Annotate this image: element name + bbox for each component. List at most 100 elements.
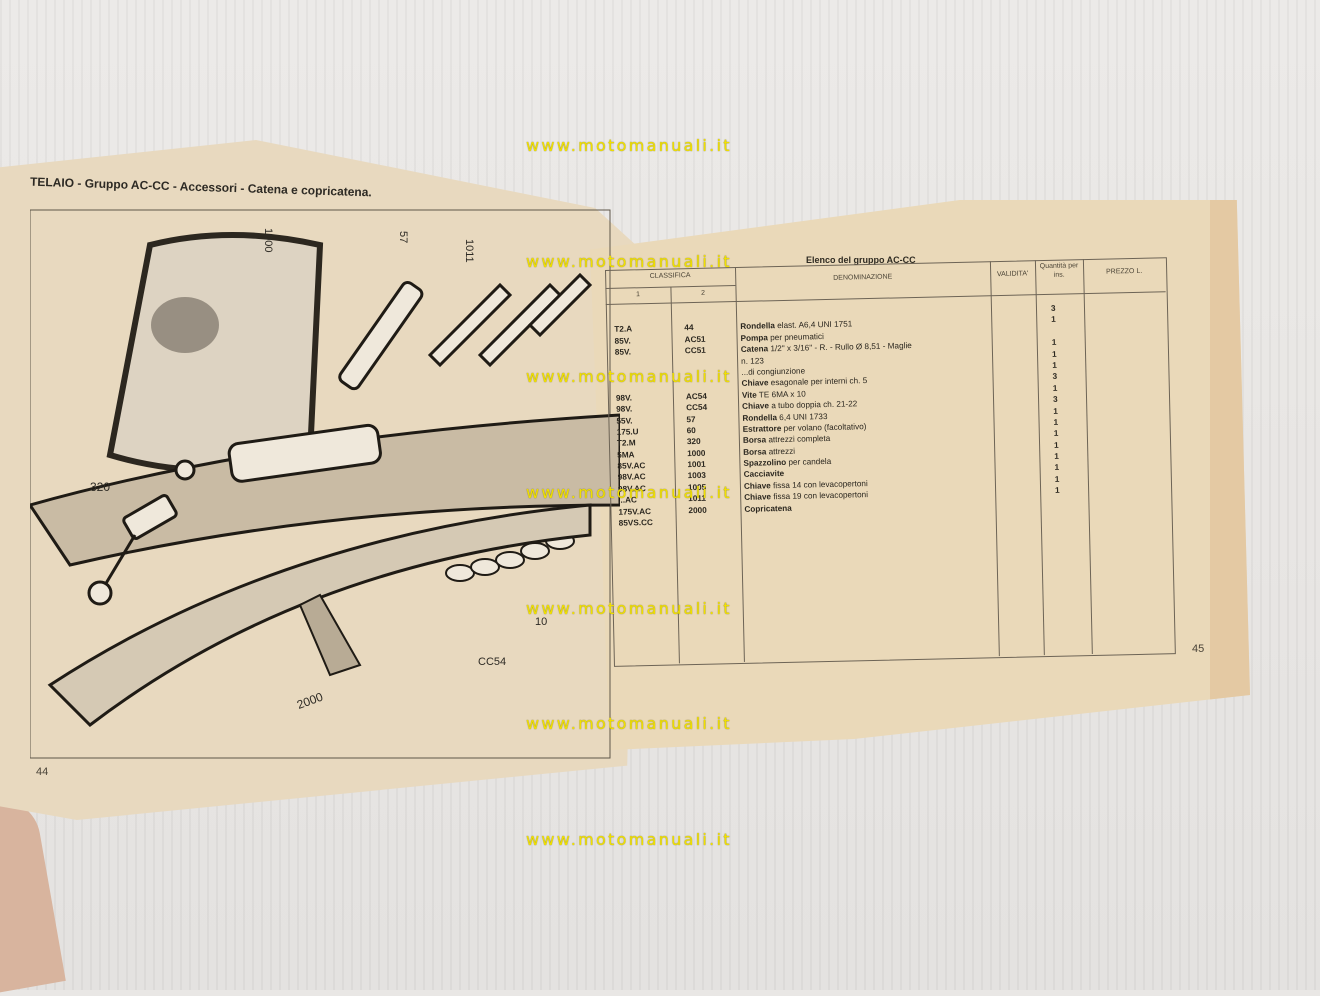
callout-1000: 1000 (262, 228, 274, 252)
cell-description-bold: Chiave (744, 481, 771, 491)
cell-description-text: per pneumatici (768, 332, 824, 342)
cell-description-bold: Chiave (742, 379, 769, 389)
cell-code: T2.A (614, 325, 632, 334)
cell-description-text: a tubo doppia ch. 21-22 (769, 399, 857, 410)
cell-description: Chiave esagonale per interni ch. 5 (742, 376, 868, 388)
cell-description-bold: Borsa (743, 436, 766, 446)
cell-code: 85V. (615, 348, 631, 357)
cell-description-text: 6,4 UNI 1733 (777, 412, 828, 422)
cell-number: 320 (687, 437, 701, 446)
cell-description-text: n. 123 (741, 356, 764, 366)
cell-quantity: 1 (1055, 475, 1060, 484)
cell-number: 1001 (687, 460, 705, 469)
watermark-text: www.motomanuali.it (526, 599, 732, 618)
cell-description-text: fissa 14 con levacopertoni (771, 479, 868, 490)
cell-quantity: 1 (1053, 384, 1058, 393)
watermark-text: www.motomanuali.it (526, 830, 732, 849)
cell-description: ...di congiunzione (741, 366, 805, 376)
cell-description-text: 1/2" x 3/16" - R. - Rullo Ø 8,51 - Magli… (768, 341, 912, 353)
cell-code: 85V.AC (617, 461, 645, 471)
cell-description: Pompa per pneumatici (740, 332, 823, 343)
cell-description: Rondella 6,4 UNI 1733 (742, 412, 827, 423)
cell-quantity: 1 (1052, 349, 1057, 358)
guard-bracket (300, 595, 360, 675)
left-page-number: 44 (36, 766, 48, 778)
cell-quantity: 1 (1052, 338, 1057, 347)
cell-description: Estrattore per volano (facoltativo) (743, 422, 867, 434)
watermark-text: www.motomanuali.it (526, 714, 732, 733)
cell-code: 98V. (616, 393, 632, 402)
cell-description-bold: Chiave (744, 493, 771, 503)
callout-1011: 1011 (463, 239, 475, 263)
cell-description: Cacciavite (744, 469, 785, 479)
callout-320: 320 (90, 480, 110, 494)
cell-quantity: 3 (1051, 304, 1056, 313)
cell-description-bold: Rondella (742, 413, 777, 423)
cell-number: 57 (686, 415, 695, 424)
cell-quantity: 1 (1055, 463, 1060, 472)
cell-description-bold: Cacciavite (744, 469, 785, 479)
cell-quantity: 3 (1052, 372, 1057, 381)
cell-description-bold: Catena (741, 344, 769, 354)
cell-code: 85V. (615, 336, 631, 345)
cell-description: Chiave fissa 19 con levacopertoni (744, 490, 868, 502)
watermark-text: www.motomanuali.it (526, 367, 732, 386)
cell-code: 85VS.CC (619, 518, 653, 528)
cell-number: CC54 (686, 403, 707, 412)
cell-description: Borsa attrezzi completa (743, 434, 831, 445)
cell-code: 5MA (617, 450, 634, 459)
cell-description: Vite TE 6MA x 10 (742, 389, 806, 399)
watermark-text: www.motomanuali.it (526, 483, 732, 502)
cell-description-bold: Chiave (742, 401, 769, 411)
cell-number: 60 (687, 426, 696, 435)
cell-description-text: elast. A6,4 UNI 1751 (775, 320, 853, 331)
cell-description-text: ...di congiunzione (741, 366, 805, 376)
cell-description-text: per candela (786, 457, 831, 467)
cell-description: Rondella elast. A6,4 UNI 1751 (740, 320, 852, 332)
header-col1: 1 (605, 291, 670, 299)
cell-description-text: fissa 19 con levacopertoni (771, 490, 868, 501)
cell-code: 98V. (616, 405, 632, 414)
cell-description: Copricatena (744, 503, 792, 513)
cell-code: 98V.AC (618, 473, 646, 483)
cell-description-text: per volano (facoltativo) (781, 422, 866, 433)
cell-description-bold: Borsa (743, 447, 766, 457)
cell-code: T2.M (617, 439, 636, 448)
cell-quantity: 3 (1053, 395, 1058, 404)
cell-description-bold: Spazzolino (743, 458, 786, 468)
cell-description: Borsa attrezzi (743, 446, 795, 456)
cell-description: Chiave fissa 14 con levacopertoni (744, 479, 868, 491)
tool-bag (110, 235, 320, 470)
header-validita: VALIDITA' (990, 270, 1035, 278)
cell-quantity: 1 (1052, 361, 1057, 370)
cell-description-text: TE 6MA x 10 (757, 389, 806, 399)
cell-quantity: 1 (1054, 429, 1059, 438)
cell-description-bold: Estrattore (743, 424, 782, 434)
callout-2000: 2000 (295, 690, 325, 712)
cell-quantity: 1 (1054, 452, 1059, 461)
watermark-text: www.motomanuali.it (526, 136, 732, 155)
cell-number: AC51 (684, 335, 705, 344)
cell-description: Chiave a tubo doppia ch. 21-22 (742, 399, 857, 411)
cell-quantity: 1 (1053, 418, 1058, 427)
cell-description-text: attrezzi completa (766, 434, 830, 444)
cell-quantity: 1 (1053, 406, 1058, 415)
cell-number: CC51 (685, 346, 706, 355)
cell-description-text: esagonale per interni ch. 5 (768, 376, 867, 387)
header-col2: 2 (670, 289, 735, 297)
bag-emblem (151, 297, 219, 353)
right-page-number: 45 (1192, 643, 1204, 655)
cell-description-text: attrezzi (766, 446, 795, 456)
cell-description: Spazzolino per candela (743, 457, 831, 468)
cell-description-bold: Vite (742, 390, 757, 399)
watermark-text: www.motomanuali.it (526, 252, 732, 271)
cell-quantity: 1 (1055, 486, 1060, 495)
cell-description-bold: Rondella (740, 322, 775, 332)
cell-description-bold: Copricatena (744, 503, 792, 513)
callout-cc54: CC54 (478, 656, 506, 668)
cell-description-bold: Pompa (740, 333, 768, 343)
callout-57: 57 (397, 231, 409, 243)
cell-number: 44 (684, 323, 693, 332)
cell-code: 175.U (617, 427, 639, 436)
cell-number: 2000 (688, 505, 706, 514)
